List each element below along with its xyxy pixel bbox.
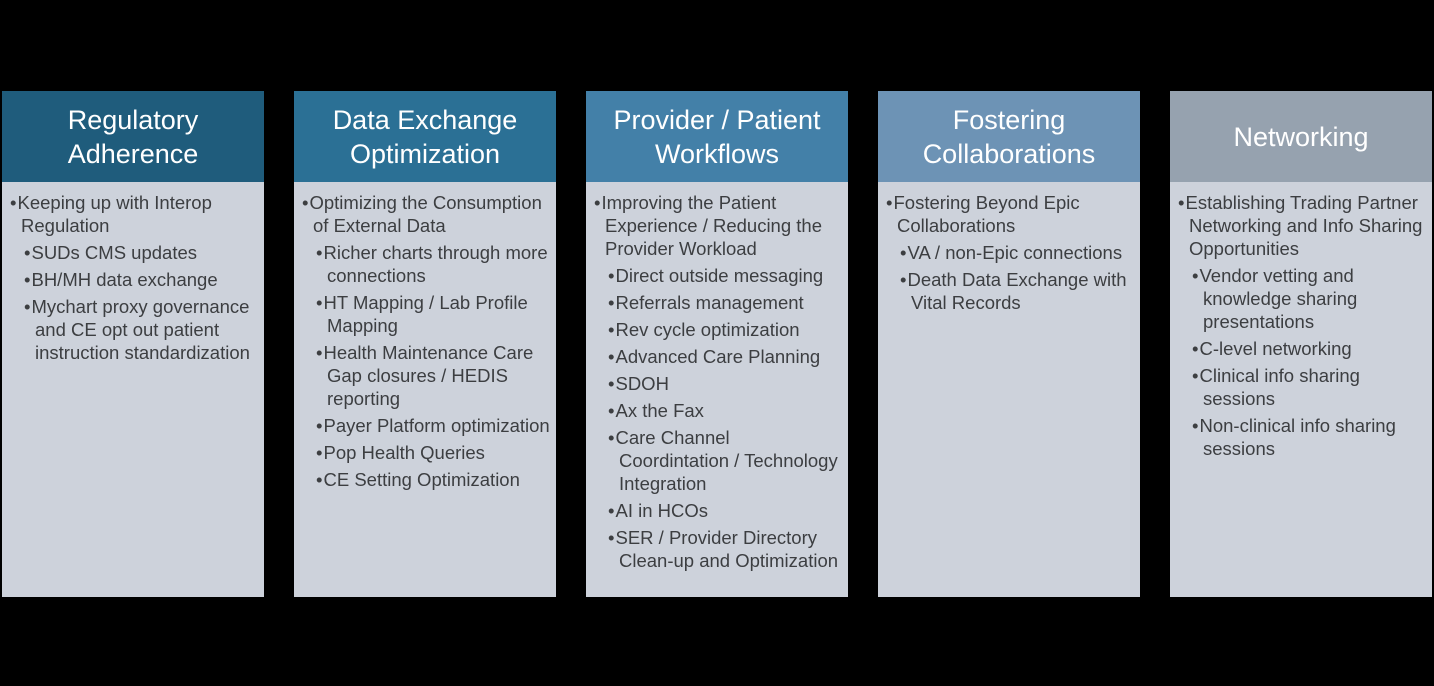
bullet-item: SER / Provider Directory Clean-up and Op…	[608, 526, 842, 572]
column-header: Provider / Patient Workflows	[586, 91, 848, 182]
bullet-item: Direct outside messaging	[608, 264, 842, 287]
column-title: Data Exchange Optimization	[332, 104, 518, 169]
bullet-item: Optimizing the Consumption of External D…	[302, 191, 550, 237]
bullet-item: Ax the Fax	[608, 399, 842, 422]
bullet-item: Care Channel Coordintation / Technology …	[608, 426, 842, 495]
bullet-item: BH/MH data exchange	[24, 268, 258, 291]
column-title: Provider / Patient Workflows	[613, 104, 821, 169]
bullet-item: VA / non-Epic connections	[900, 241, 1134, 264]
column-header: Data Exchange Optimization	[294, 91, 556, 182]
bullet-item: Richer charts through more connections	[316, 241, 550, 287]
column-body: Fostering Beyond Epic Collaborations VA /…	[878, 182, 1140, 597]
bullet-item: HT Mapping / Lab Profile Mapping	[316, 291, 550, 337]
column-body: Optimizing the Consumption of External D…	[294, 182, 556, 597]
bullet-item: AI in HCOs	[608, 499, 842, 522]
bullet-item: Keeping up with Interop Regulation	[10, 191, 258, 237]
bullet-item: Establishing Trading Partner Networking …	[1178, 191, 1426, 260]
column-body: Improving the Patient Experience / Reduc…	[586, 182, 848, 597]
column-header: Fostering Collaborations	[878, 91, 1140, 182]
bullet-item: Fostering Beyond Epic Collaborations	[886, 191, 1134, 237]
column-regulatory-adherence: Regulatory Adherence Keeping up with Int…	[2, 91, 264, 597]
bullet-item: Non-clinical info sharing sessions	[1192, 414, 1426, 460]
bullet-item: Referrals management	[608, 291, 842, 314]
bullet-item: Advanced Care Planning	[608, 345, 842, 368]
bullet-item: Mychart proxy governance and CE opt out …	[24, 295, 258, 364]
column-fostering-collaborations: Fostering Collaborations Fostering Beyon…	[878, 91, 1140, 597]
column-provider-patient-workflows: Provider / Patient Workflows Improving t…	[586, 91, 848, 597]
bullet-item: Improving the Patient Experience / Reduc…	[594, 191, 842, 260]
column-items: Establishing Trading Partner Networking …	[1177, 191, 1426, 460]
bullet-item: Clinical info sharing sessions	[1192, 364, 1426, 410]
column-body: Establishing Trading Partner Networking …	[1170, 182, 1432, 597]
bullet-item: Rev cycle optimization	[608, 318, 842, 341]
bullet-item: SUDs CMS updates	[24, 241, 258, 264]
column-title: Fostering Collaborations	[922, 104, 1096, 169]
column-items: Fostering Beyond Epic Collaborations VA /…	[885, 191, 1134, 314]
column-networking: Networking Establishing Trading Partner …	[1170, 91, 1432, 597]
bullet-item: C-level networking	[1192, 337, 1426, 360]
bullet-item: CE Setting Optimization	[316, 468, 550, 491]
bullet-item: SDOH	[608, 372, 842, 395]
column-title: Networking	[1233, 121, 1369, 152]
column-data-exchange-optimization: Data Exchange Optimization Optimizing th…	[294, 91, 556, 597]
column-items: Keeping up with Interop RegulationSUDs C…	[9, 191, 258, 364]
bullet-item: Death Data Exchange with Vital Records	[900, 268, 1134, 314]
bullet-item: Payer Platform optimization	[316, 414, 550, 437]
column-title: Regulatory Adherence	[67, 104, 199, 169]
bullet-item: Vendor vetting and knowledge sharing pre…	[1192, 264, 1426, 333]
column-body: Keeping up with Interop RegulationSUDs C…	[2, 182, 264, 597]
column-header: Regulatory Adherence	[2, 91, 264, 182]
bullet-item: Pop Health Queries	[316, 441, 550, 464]
column-header: Networking	[1170, 91, 1432, 182]
columns: Regulatory Adherence Keeping up with Int…	[2, 91, 1432, 597]
column-items: Improving the Patient Experience / Reduc…	[593, 191, 842, 572]
bullet-item: Health Maintenance Care Gap closures / H…	[316, 341, 550, 410]
column-items: Optimizing the Consumption of External D…	[301, 191, 550, 491]
